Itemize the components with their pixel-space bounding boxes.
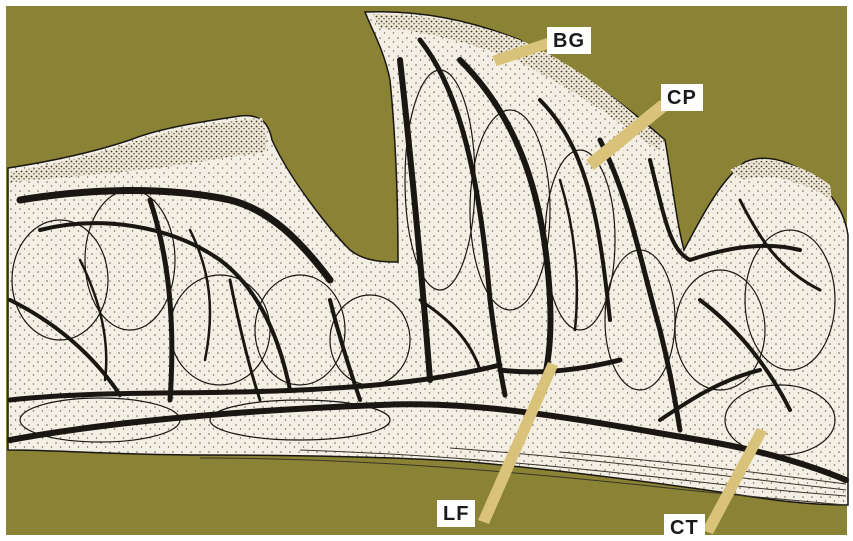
label-cp: CP xyxy=(661,84,703,111)
tissue-outline xyxy=(8,12,848,505)
label-ct: CT xyxy=(664,514,705,541)
label-bg: BG xyxy=(547,27,591,54)
label-lf: LF xyxy=(437,500,475,527)
